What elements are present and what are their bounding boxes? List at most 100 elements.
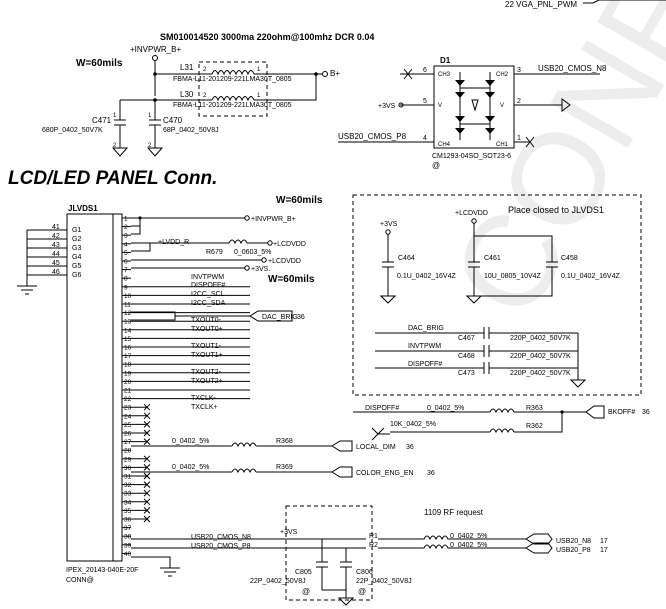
decoup-lcdvdd-label: +LCDVDD [455, 210, 488, 217]
no-connect-mark [143, 481, 151, 488]
connector-pin-number: 28 [124, 448, 132, 455]
rf-r1-ref: R1 [369, 533, 378, 540]
svg-text:2: 2 [203, 93, 207, 99]
connector-pin-number: 26 [124, 431, 132, 438]
gnd-pin: 46 G6 [52, 269, 81, 279]
svg-text:G2: G2 [72, 236, 81, 243]
svg-text:1: 1 [257, 93, 261, 99]
c806-at: @ [358, 587, 366, 596]
connector-pin-number: 3 [124, 233, 128, 240]
r368-value: 0_0402_5% [172, 438, 209, 445]
gnd-pin: 43 G3 [52, 242, 81, 252]
bead-filter-block: +INVPWR_B+ W=60mils L31 2 1 FBMA-L11-201… [42, 45, 340, 157]
r362-ref: R362 [526, 423, 543, 430]
c805-ref: C805 [295, 569, 312, 576]
connector-part2: CONN@ [66, 577, 94, 584]
esd-pin-1: 1 [517, 135, 521, 142]
rf-r1-value: 0_0402_5% [450, 533, 487, 540]
svg-text:1: 1 [113, 113, 117, 119]
lcdvdd-label-2: +LCDVDD [268, 258, 301, 265]
no-connect-mark [143, 489, 151, 497]
watermark: CONF [423, 0, 666, 340]
connector-pin-number: 37 [124, 525, 132, 532]
cap-c471-ref: C471 [92, 116, 112, 125]
c468-net: INVTPWM [408, 343, 441, 350]
r368-group: 0_0402_5% R368 LOCAL_DIM 36 [131, 438, 414, 452]
esd-pin-6: 6 [423, 67, 427, 74]
no-connect-mark [143, 438, 151, 445]
gnd-pin: 45 G5 [52, 260, 81, 270]
top-net-group: 22 VGA_PNL_PWM [505, 0, 666, 9]
svg-text:44: 44 [52, 251, 60, 258]
r362-value: 10K_0402_5% [390, 421, 436, 428]
sig-txclkm: TXCLK- [191, 395, 217, 402]
no-connect-mark [143, 421, 151, 428]
dac-brig-page: 36 [297, 314, 305, 321]
connector-pin-number: 31 [124, 474, 132, 481]
rf-r2-ref: R2 [369, 542, 378, 549]
r363-net: DISPOFF# [365, 405, 399, 412]
connector-pin-number: 34 [124, 499, 132, 506]
connector-pin-number: 14 [124, 327, 132, 334]
sig-txout0m: TXOUT0- [191, 317, 222, 324]
r679-ref: R679 [206, 249, 223, 256]
no-connect-mark [143, 455, 151, 463]
svg-text:41: 41 [52, 224, 60, 231]
no-connect-mark [143, 472, 151, 480]
usb-p8-page: 17 [600, 547, 608, 554]
c458-value: 0.1U_0402_16V4Z [561, 273, 620, 280]
usb-n8-net: USB20_N8 [556, 538, 591, 545]
local-dim-page: 36 [406, 444, 414, 451]
sig-txout2p: TXOUT2+ [191, 378, 223, 385]
r368-ref: R368 [276, 438, 293, 445]
no-connect-mark [143, 507, 151, 514]
esd-pinname-ch1: CH1 [496, 142, 509, 148]
no-connect-mark [143, 498, 151, 506]
width-note-2: W=60mils [276, 195, 323, 206]
svg-text:G6: G6 [72, 272, 81, 279]
connector-pin-number: 18 [124, 362, 132, 369]
r363-value: 0_0402_5% [427, 405, 464, 412]
connector-pin-number: 12 [124, 310, 132, 317]
svg-text:2: 2 [203, 67, 207, 73]
esd-pinname-v2: V [500, 103, 504, 109]
dac-brig-net: DAC_BRIG [262, 314, 298, 321]
connector-pin-number: 22 [124, 396, 132, 403]
connector-pin-number: 32 [124, 482, 132, 489]
width-note-1: W=60mils [76, 58, 123, 69]
gnd-pin: 41 G1 [52, 224, 81, 234]
r369-group: 0_0402_5% R369 COLOR_ENG_EN 36 [131, 464, 435, 478]
diode-bridge [455, 72, 495, 140]
esd-pinname-ch2: CH2 [496, 72, 509, 78]
bead-l30-part: FBMA-L11-201209-221LMA30T_0805 [173, 102, 292, 109]
c464-ref: C464 [398, 255, 415, 262]
c467-value: 220P_0402_50V7K [510, 335, 571, 342]
connector-pin-number: 10 [124, 293, 132, 300]
rf-r2-value: 0_0402_5% [450, 542, 487, 549]
cap-c470-value: 68P_0402_50V8J [163, 127, 219, 134]
svg-text:43: 43 [52, 242, 60, 249]
connector-pin-number: 19 [124, 370, 132, 377]
sig-txclkp: TXCLK+ [191, 404, 218, 411]
bead-spec-note: SM010014520 3000ma 220ohm@100mhz DCR 0.0… [160, 32, 374, 42]
connector-pin-number: 4 [124, 241, 128, 248]
connector-pin-number: 1 [124, 216, 128, 223]
esd-pinname-v1: V [438, 103, 442, 109]
rf-v3-label: +3VS [280, 529, 298, 536]
esd-net-n8: USB20_CMOS_N8 [538, 64, 607, 73]
connector-pin-number: 11 [124, 302, 131, 309]
cap-c470-ref: C470 [163, 116, 183, 125]
top-net-label: 22 VGA_PNL_PWM [505, 0, 577, 9]
connector-pin-number: 29 [124, 456, 132, 463]
signal-labels: INVTPWM DISPOFF# I2CC_SCL I2CC_SDA TXOUT… [191, 274, 251, 550]
r369-ref: R369 [276, 464, 293, 471]
no-connect-mark [143, 464, 151, 471]
connector-pin-number: 24 [124, 413, 132, 420]
esd-pinname-ch4: CH4 [438, 142, 451, 148]
c467-ref: C467 [458, 335, 475, 342]
esd-pin-3: 3 [517, 67, 521, 74]
svg-text:1: 1 [148, 113, 152, 119]
c458-ref: C458 [561, 255, 578, 262]
c805-value: 22P_0402_50V8J [250, 578, 306, 585]
decoupling-block: Place closed to JLVDS1 +3VS C464 0.1U_04… [352, 194, 642, 396]
